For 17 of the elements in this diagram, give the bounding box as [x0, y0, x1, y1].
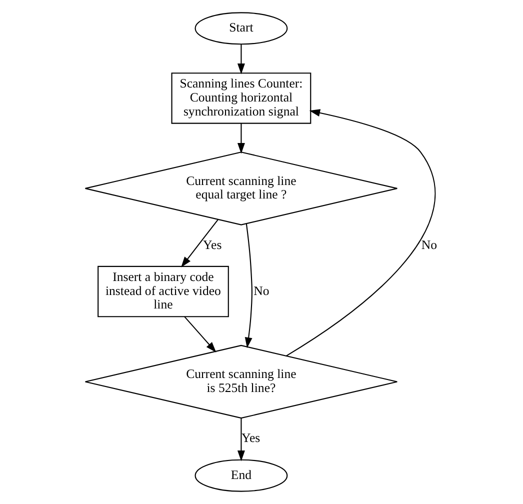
node-diamond: Current scanning line is 525th line?	[84, 344, 398, 419]
edge-label: No	[254, 284, 270, 298]
arrow	[237, 418, 245, 462]
node-ellipse: Start	[194, 12, 288, 45]
edge-label: Yes	[242, 431, 260, 446]
arrow	[286, 109, 436, 356]
arrow	[244, 224, 252, 348]
edge-label: Yes	[203, 238, 222, 252]
node-box: Scanning lines Counter: Counting horizontal synchronization signal	[171, 72, 312, 124]
node-diamond: Current scanning line equal target line ?	[84, 152, 398, 226]
arrow	[184, 316, 216, 353]
arrow	[237, 123, 245, 154]
node-ellipse: End	[194, 459, 288, 492]
node-box: Insert a binary code instead of active video line	[98, 266, 229, 318]
arrow	[181, 219, 218, 268]
arrow	[237, 44, 245, 74]
edge-label: No	[421, 238, 438, 252]
